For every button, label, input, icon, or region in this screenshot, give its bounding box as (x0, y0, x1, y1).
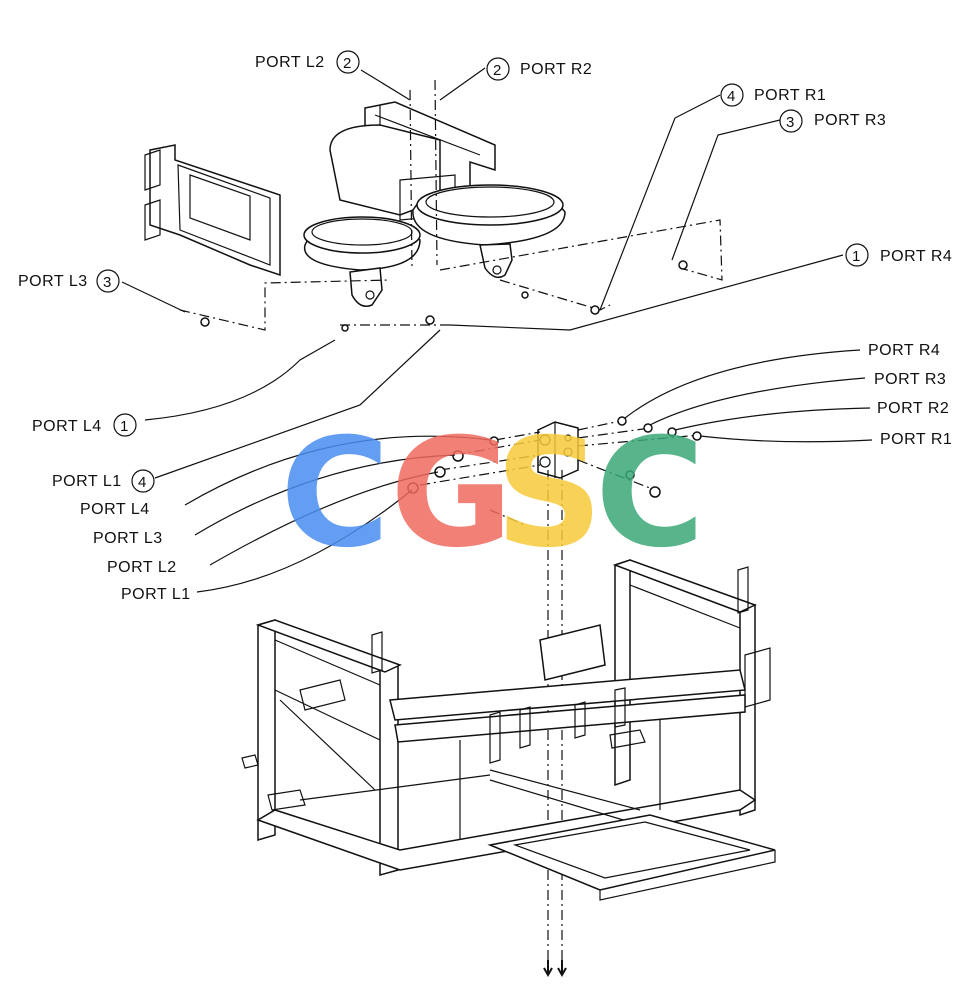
watermark-letter-s: S (495, 407, 603, 581)
left-mount-bracket (149, 144, 281, 277)
watermark-logo: C G S C (280, 407, 705, 581)
watermark-letter-c2: C (595, 407, 705, 581)
watermark-letter-g: G (390, 407, 513, 581)
label-top-port-l2: PORT L2 (255, 54, 325, 71)
fitting-r1-top (590, 305, 600, 315)
label-side-port-r3: PORT R3 (874, 371, 946, 388)
label-top-port-l3: PORT L3 (18, 273, 88, 290)
label-top-port-r4-num: 1 (852, 248, 860, 265)
label-top-port-r2-num: 2 (493, 62, 501, 79)
label-side-port-r1: PORT R1 (880, 431, 952, 448)
fitting-bottom (649, 486, 661, 498)
upper-seat-assembly (144, 79, 723, 332)
fitting-l4-top (341, 324, 349, 332)
right-seat-dish (412, 184, 566, 279)
fitting-front (625, 470, 635, 480)
label-side-port-l1: PORT L1 (121, 586, 191, 603)
fitting-l3-top (200, 317, 210, 327)
watermark-letter-c1: C (280, 407, 390, 581)
label-top-port-r3-num: 3 (786, 114, 794, 131)
side-port-labels: PORT R4 PORT R3 PORT R2 PORT R1 PORT L4 … (80, 342, 952, 603)
label-side-port-l2: PORT L2 (107, 559, 177, 576)
label-top-port-l4-num: 1 (120, 418, 128, 435)
label-side-port-r4: PORT R4 (868, 342, 940, 359)
label-top-port-r1-num: 4 (727, 88, 735, 105)
fitting-r4 (617, 416, 627, 426)
lower-base-frame (241, 558, 776, 901)
label-top-port-r1: PORT R1 (754, 87, 826, 104)
label-top-port-r3: PORT R3 (814, 112, 886, 129)
label-top-port-r2: PORT R2 (520, 61, 592, 78)
label-top-port-l2-num: 2 (343, 55, 351, 72)
side-leader-lines (184, 349, 873, 593)
left-seat-dish (303, 216, 421, 307)
fitting-r3 (643, 423, 653, 433)
label-top-port-r4: PORT R4 (880, 248, 952, 265)
label-top-port-l1-num: 4 (138, 474, 146, 491)
label-top-port-l1: PORT L1 (52, 473, 122, 490)
fitting-r4-top (521, 291, 529, 299)
label-side-port-l4: PORT L4 (80, 501, 150, 518)
label-top-port-l4: PORT L4 (32, 418, 102, 435)
upper-leader-lines (121, 67, 844, 479)
fitting-l1-top (425, 315, 435, 325)
fitting-l3 (452, 450, 464, 462)
upper-port-labels: PORT L2 2 2 PORT R2 4 PORT R1 3 PORT R3 … (18, 50, 952, 493)
fitting-r3-top (678, 260, 688, 270)
label-side-port-r2: PORT R2 (877, 400, 949, 417)
fitting-r2 (667, 427, 677, 437)
label-top-port-l3-num: 3 (103, 274, 111, 291)
label-side-port-l3: PORT L3 (93, 530, 163, 547)
fitting-l4 (489, 436, 499, 446)
